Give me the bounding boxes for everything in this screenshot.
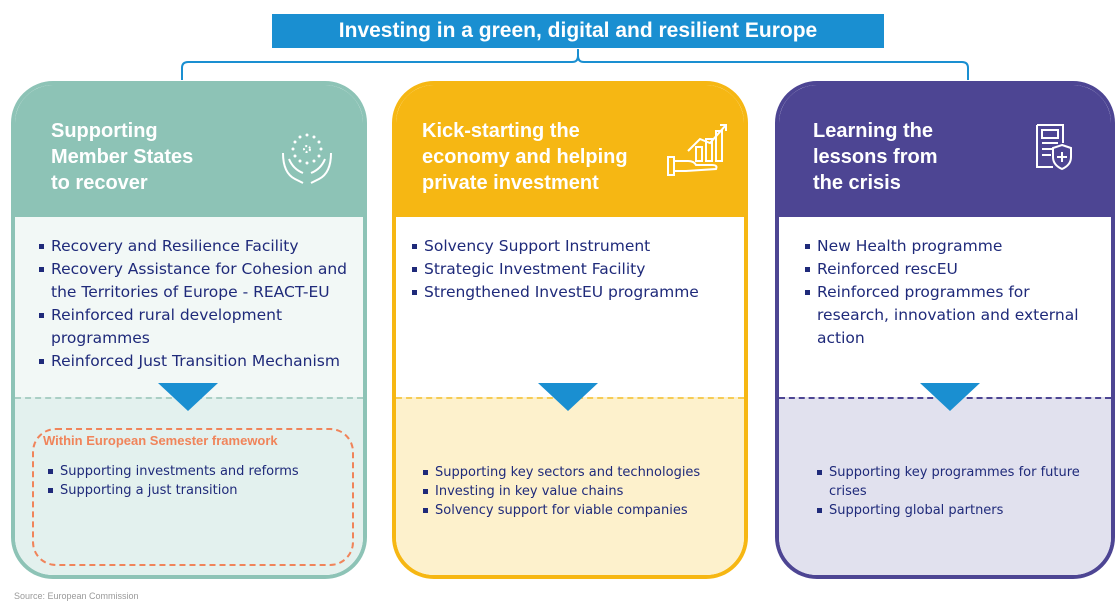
down-arrow-icon xyxy=(920,383,980,411)
list-item: Reinforced rural development programmes xyxy=(39,304,363,350)
semester-framework-box xyxy=(32,428,354,566)
list-item: Investing in key value chains xyxy=(423,482,723,501)
list-item: Reinforced programmes for research, inno… xyxy=(805,281,1105,350)
pillar-supporting-member-states: Supporting Member States to recover Reco… xyxy=(11,81,367,579)
list-item: Supporting a just transition xyxy=(48,481,338,500)
pillar-learning-lessons: Learning the lessons from the crisis New… xyxy=(775,81,1115,579)
pillar-title: Supporting Member States to recover xyxy=(51,120,194,194)
semester-framework-label: Within European Semester framework xyxy=(43,433,278,448)
list-item: Reinforced Just Transition Mechanism xyxy=(39,350,363,373)
pillar-bottom xyxy=(396,397,744,575)
title-connector xyxy=(181,49,969,80)
list-item: Strategic Investment Facility xyxy=(412,258,742,281)
list-item: Recovery and Resilience Facility xyxy=(39,235,363,258)
list-item: Supporting investments and reforms xyxy=(48,462,338,481)
list-item: Supporting key sectors and technologies xyxy=(423,463,723,482)
pillar-bottom xyxy=(15,397,363,575)
hands-with-stars-icon xyxy=(282,133,332,184)
objective-list: Supporting key sectors and technologies … xyxy=(423,463,723,520)
objective-list: Supporting key programmes for future cri… xyxy=(817,463,1087,520)
pillar-mid xyxy=(779,217,1111,397)
pillar-mid xyxy=(15,217,363,397)
list-item: Supporting global partners xyxy=(817,501,1087,520)
pillar-header: Learning the lessons from the crisis xyxy=(779,85,1111,217)
list-item: Strengthened InvestEU programme xyxy=(412,281,742,304)
pillar-bottom xyxy=(779,397,1111,575)
list-item: Reinforced rescEU xyxy=(805,258,1105,281)
list-item: Solvency Support Instrument xyxy=(412,235,742,258)
pillar-mid xyxy=(396,217,744,397)
instrument-list: Solvency Support Instrument Strategic In… xyxy=(412,235,742,304)
pillar-title: Learning the lessons from the crisis xyxy=(813,120,938,194)
list-item: Solvency support for viable companies xyxy=(423,501,723,520)
down-arrow-icon xyxy=(538,383,598,411)
list-item: Recovery Assistance for Cohesion and the… xyxy=(39,258,363,304)
source-note: Source: European Commission xyxy=(14,591,139,601)
list-item: New Health programme xyxy=(805,235,1105,258)
health-document-shield-icon xyxy=(1036,124,1072,171)
down-arrow-icon xyxy=(158,383,218,411)
pillar-title: Kick-starting the economy and helping pr… xyxy=(422,120,628,194)
instrument-list: New Health programme Reinforced rescEU R… xyxy=(805,235,1105,350)
instrument-list: Recovery and Resilience Facility Recover… xyxy=(39,235,363,373)
growth-chart-hand-icon xyxy=(667,124,727,176)
pillar-header: Supporting Member States to recover xyxy=(15,85,363,217)
pillar-kick-starting-economy: Kick-starting the economy and helping pr… xyxy=(392,81,748,579)
main-title: Investing in a green, digital and resili… xyxy=(272,14,884,48)
list-item: Supporting key programmes for future cri… xyxy=(817,463,1087,501)
pillar-header: Kick-starting the economy and helping pr… xyxy=(396,85,744,217)
objective-list: Supporting investments and reforms Suppo… xyxy=(48,462,338,500)
